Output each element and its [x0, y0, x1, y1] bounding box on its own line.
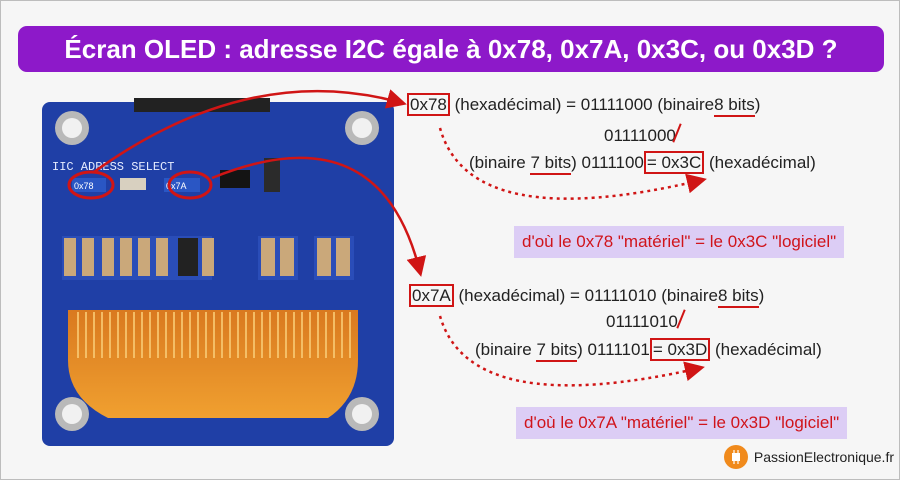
block2-note: d'où le 0x7A "matériel" = le 0x3D "logic… — [516, 407, 848, 439]
jumper-label-0x78: 0x78 — [74, 181, 94, 191]
block2-result: = 0x3D — [649, 338, 711, 361]
block1-address: 0x78 — [407, 93, 450, 116]
footer-brand: PassionElectronique.fr — [723, 443, 894, 471]
oled-board-illustration: IIC ADRESS SELECT 0x78 0x7A — [42, 98, 394, 446]
block2-line1: 0x7A (hexadécimal) = 01111010 (binaire8 … — [409, 284, 764, 307]
block2-bin8: 01111010 — [584, 286, 657, 305]
jumper-label-0x7A: 0x7A — [166, 181, 187, 191]
flex-ribbon — [68, 310, 358, 418]
block1-note: d'où le 0x78 "matériel" = le 0x3C "logic… — [514, 226, 845, 258]
block2-address: 0x7A — [409, 284, 454, 307]
header-pins — [134, 98, 270, 112]
block2-line3: (binaire 7 bits) 0111101= 0x3D (hexadéci… — [475, 338, 822, 361]
block1-line3: (binaire 7 bits) 0111100= 0x3C (hexadéci… — [469, 151, 816, 174]
block2-line2: 01111010 — [606, 312, 678, 331]
regulator-chip — [220, 170, 250, 188]
mounting-holes — [55, 111, 379, 431]
block1-result: = 0x3C — [643, 151, 705, 174]
chip-logo-icon — [723, 445, 748, 469]
block1-bin7: 0111100 — [581, 153, 644, 172]
block2-bin7: 0111101 — [587, 340, 650, 359]
page-title: Écran OLED : adresse I2C égale à 0x78, 0… — [18, 26, 884, 72]
silkscreen-header-label: IIC ADRESS SELECT — [52, 160, 174, 174]
brand-name: PassionElectronique.fr — [753, 449, 894, 465]
block1-line2: 01111000 — [604, 126, 676, 145]
block1-bin8: 01111000 — [580, 95, 653, 114]
block1-line1: 0x78 (hexadécimal) = 01111000 (binaire8 … — [407, 93, 760, 116]
